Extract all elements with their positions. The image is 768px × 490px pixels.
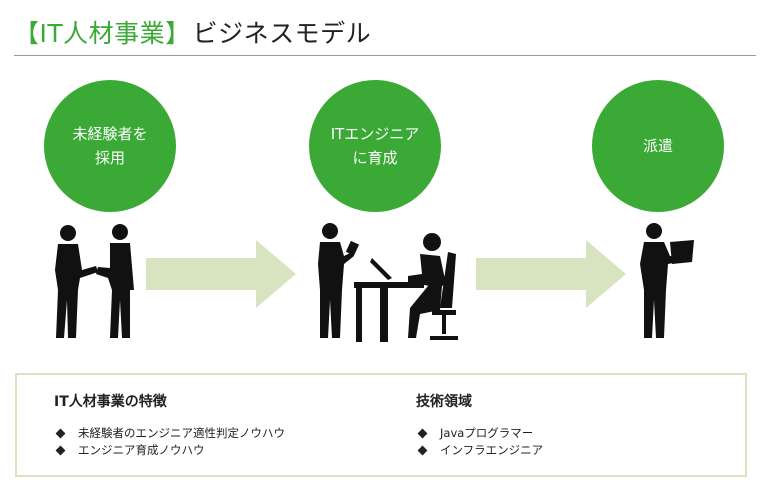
diamond-bullet-icon <box>417 445 428 456</box>
title-bracket-label: 【IT人材事業】 <box>14 19 191 48</box>
list-item-label: 未経験者のエンジニア適性判定ノウハウ <box>78 426 285 440</box>
person-at-desk-icon <box>354 233 458 342</box>
page-title: 【IT人材事業】 ビジネスモデル <box>14 14 371 50</box>
diamond-bullet-icon <box>55 445 66 456</box>
tech-list: Javaプログラマー インフラエンジニア <box>416 425 543 459</box>
step-circle-hire: 未経験者を 採用 <box>44 80 176 212</box>
list-item-label: インフラエンジニア <box>440 443 544 457</box>
list-item: エンジニア育成ノウハウ <box>54 442 285 459</box>
list-item-label: エンジニア育成ノウハウ <box>78 443 205 457</box>
diamond-bullet-icon <box>417 428 428 439</box>
tech-section: 技術領域 Javaプログラマー インフラエンジニア <box>416 391 543 459</box>
person-with-laptop-icon <box>640 223 694 338</box>
list-item: 未経験者のエンジニア適性判定ノウハウ <box>54 425 285 442</box>
person-tablet-icon <box>318 223 360 338</box>
arrow-right-icon <box>476 240 626 308</box>
info-box: IT人材事業の特徴 未経験者のエンジニア適性判定ノウハウ エンジニア育成ノウハウ… <box>15 373 747 477</box>
list-item-label: Javaプログラマー <box>440 426 534 440</box>
list-item: インフラエンジニア <box>416 442 543 459</box>
step-circle-train: ITエンジニア に育成 <box>309 80 441 212</box>
list-item: Javaプログラマー <box>416 425 543 442</box>
step-circle-dispatch: 派遣 <box>592 80 724 212</box>
features-section: IT人材事業の特徴 未経験者のエンジニア適性判定ノウハウ エンジニア育成ノウハウ <box>54 391 285 459</box>
features-heading: IT人材事業の特徴 <box>54 394 167 410</box>
diamond-bullet-icon <box>55 428 66 439</box>
title-divider <box>14 55 756 56</box>
tech-heading: 技術領域 <box>416 394 472 410</box>
title-main-label: ビジネスモデル <box>192 19 372 48</box>
features-list: 未経験者のエンジニア適性判定ノウハウ エンジニア育成ノウハウ <box>54 425 285 459</box>
arrow-right-icon <box>146 240 296 308</box>
handshake-icon <box>55 224 134 338</box>
